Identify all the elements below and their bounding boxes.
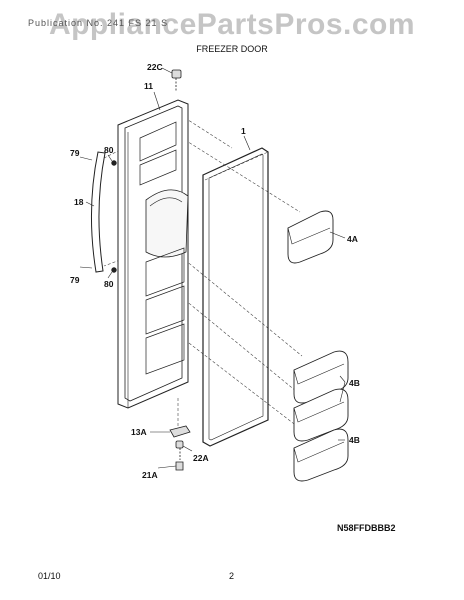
label-80-top: 80 [104,145,114,155]
door-handle [90,151,117,273]
diagram-title: FREEZER DOOR [196,44,268,54]
page-number: 2 [229,571,235,581]
door-bin-4b-middle [293,388,349,442]
label-4b-upper: 4B [349,378,360,388]
label-11: 11 [144,81,153,91]
model-code: N58FFDBBB2 [337,523,396,533]
publication-subhead: Publication No. 241 FS 21 S [28,18,169,28]
footer-date: 01/10 [38,571,61,581]
label-4a: 4A [347,234,358,244]
label-18: 18 [74,197,84,207]
label-79-bottom: 79 [70,275,80,285]
label-80-bottom: 80 [104,279,114,289]
label-13a: 13A [131,427,147,437]
label-79-top: 79 [70,148,80,158]
label-21a: 21A [142,470,158,480]
door-gasket [202,147,269,447]
label-4b-lower: 4B [349,435,360,445]
dashed-guide-lines [103,117,303,435]
label-leaders [79,67,346,469]
door-bin-4b-bottom [293,428,349,482]
label-1: 1 [241,126,246,136]
freezer-door [117,99,189,409]
door-bin-4a [287,210,334,264]
label-22c: 22C [147,62,163,72]
label-22a: 22A [193,453,209,463]
hinge-cap-22c [171,69,182,92]
watermark: AppliancePartsPros.com [48,8,416,41]
lower-hinge-parts [169,425,191,471]
